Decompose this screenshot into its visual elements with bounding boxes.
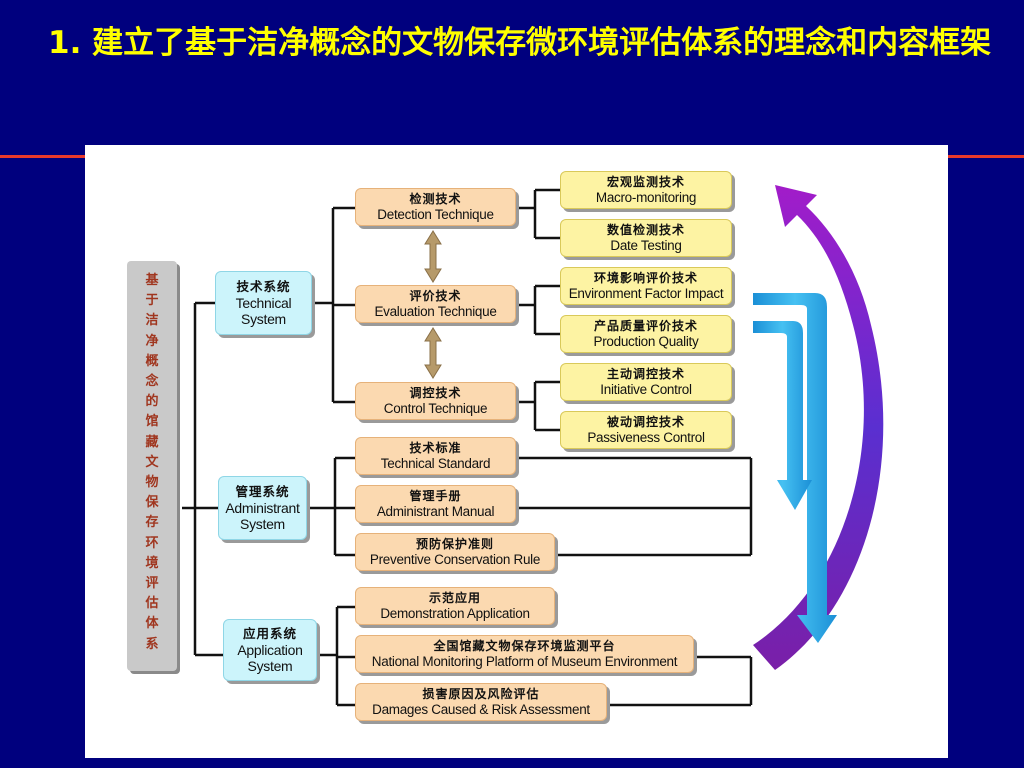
node-label-en: National Monitoring Platform of Museum E… <box>371 654 678 669</box>
system-application: 应用系统 Application System <box>223 619 317 681</box>
detail-passiveness-control: 被动调控技术 Passiveness Control <box>560 411 732 449</box>
root-char: 存 <box>145 515 159 531</box>
node-label-zh: 产品质量评价技术 <box>593 319 698 333</box>
root-char: 物 <box>145 475 159 491</box>
node-label-en: Preventive Conservation Rule <box>369 552 541 567</box>
tree-lines <box>182 188 753 707</box>
root-char: 环 <box>145 535 159 551</box>
system-technical: 技术系统 Technical System <box>215 271 312 335</box>
node-label-zh: 管理手册 <box>409 489 462 503</box>
management-administrant-manual: 管理手册 Administrant Manual <box>355 485 516 523</box>
node-label-zh: 调控技术 <box>409 386 462 400</box>
technique-double-arrows <box>424 230 442 379</box>
root-char: 于 <box>145 293 159 309</box>
node-label-en: Damages Caused & Risk Assessment <box>372 702 590 717</box>
application-national-monitoring-platform: 全国馆藏文物保存环境监测平台 National Monitoring Platf… <box>355 635 694 673</box>
system-label-en: Administrant <box>225 500 300 516</box>
root-framework-box: 基 于 洁 净 概 念 的 馆 藏 文 物 保 存 环 境 评 估 体 系 <box>127 261 177 671</box>
root-char: 估 <box>145 596 159 612</box>
diagram-connectors <box>182 185 884 707</box>
node-label-zh: 预防保护准则 <box>415 537 494 551</box>
node-label-en: Passiveness Control <box>587 430 705 445</box>
application-demonstration: 示范应用 Demonstration Application <box>355 587 555 625</box>
root-char: 基 <box>145 273 159 288</box>
node-label-zh: 损害原因及风险评估 <box>422 687 540 701</box>
node-label-en: Demonstration Application <box>380 606 530 621</box>
root-char: 的 <box>145 394 159 410</box>
system-administrant: 管理系统 Administrant System <box>218 476 307 540</box>
system-label-zh: 应用系统 <box>242 626 297 641</box>
feedback-arrow-cyan <box>753 293 837 643</box>
root-char: 洁 <box>145 313 159 329</box>
system-label-en: Application <box>237 642 303 658</box>
root-char: 评 <box>145 576 159 592</box>
system-label-zh: 管理系统 <box>235 484 290 499</box>
management-technical-standard: 技术标准 Technical Standard <box>355 437 516 475</box>
slide-title: 1. 建立了基于洁净概念的文物保存微环境评估体系的理念和内容框架 <box>48 25 992 61</box>
node-label-zh: 检测技术 <box>409 192 462 206</box>
application-damages-risk-assessment: 损害原因及风险评估 Damages Caused & Risk Assessme… <box>355 683 607 721</box>
system-label-en: System <box>247 658 293 674</box>
root-char: 馆 <box>145 414 159 430</box>
root-char: 文 <box>145 454 159 470</box>
node-label-zh: 全国馆藏文物保存环境监测平台 <box>433 639 616 653</box>
root-char: 概 <box>145 353 159 369</box>
root-char: 藏 <box>145 434 159 450</box>
management-preventive-conservation-rule: 预防保护准则 Preventive Conservation Rule <box>355 533 555 571</box>
node-label-en: Evaluation Technique <box>374 304 497 319</box>
detail-initiative-control: 主动调控技术 Initiative Control <box>560 363 732 401</box>
root-char: 净 <box>145 333 159 349</box>
system-label-en: System <box>240 516 285 532</box>
diagram-panel: 基 于 洁 净 概 念 的 馆 藏 文 物 保 存 环 境 评 估 体 系 技术… <box>85 145 948 758</box>
node-label-zh: 评价技术 <box>409 289 462 303</box>
node-label-en: Production Quality <box>593 334 699 349</box>
system-label-zh: 技术系统 <box>236 279 291 294</box>
node-label-zh: 主动调控技术 <box>606 367 685 381</box>
technique-detection: 检测技术 Detection Technique <box>355 188 516 226</box>
detail-macro-monitoring: 宏观监测技术 Macro-monitoring <box>560 171 732 209</box>
title-rule-right <box>948 155 1024 158</box>
system-label-en: System <box>241 311 286 327</box>
node-label-zh: 技术标准 <box>409 441 462 455</box>
root-char: 境 <box>145 555 159 571</box>
title-rule-left <box>0 155 85 158</box>
node-label-en: Control Technique <box>383 401 488 416</box>
node-label-zh: 数值检测技术 <box>606 223 685 237</box>
technique-control: 调控技术 Control Technique <box>355 382 516 420</box>
node-label-zh: 宏观监测技术 <box>606 175 685 189</box>
node-label-zh: 环境影响评价技术 <box>593 271 698 285</box>
node-label-en: Date Testing <box>610 238 682 253</box>
node-label-en: Macro-monitoring <box>595 190 697 205</box>
node-label-zh: 被动调控技术 <box>606 415 685 429</box>
root-char: 系 <box>145 636 159 652</box>
feedback-arrow-purple <box>753 185 884 670</box>
detail-production-quality: 产品质量评价技术 Production Quality <box>560 315 732 353</box>
detail-environment-factor-impact: 环境影响评价技术 Environment Factor Impact <box>560 267 732 305</box>
system-label-en: Technical <box>235 295 292 311</box>
root-char: 念 <box>145 374 159 390</box>
node-label-en: Detection Technique <box>377 207 494 222</box>
detail-date-testing: 数值检测技术 Date Testing <box>560 219 732 257</box>
node-label-en: Initiative Control <box>600 382 692 397</box>
node-label-en: Administrant Manual <box>376 504 495 519</box>
node-label-en: Environment Factor Impact <box>568 286 724 301</box>
node-label-en: Technical Standard <box>380 456 491 471</box>
node-label-zh: 示范应用 <box>428 591 481 605</box>
root-char: 体 <box>145 616 159 632</box>
root-char: 保 <box>145 495 159 511</box>
technique-evaluation: 评价技术 Evaluation Technique <box>355 285 516 323</box>
